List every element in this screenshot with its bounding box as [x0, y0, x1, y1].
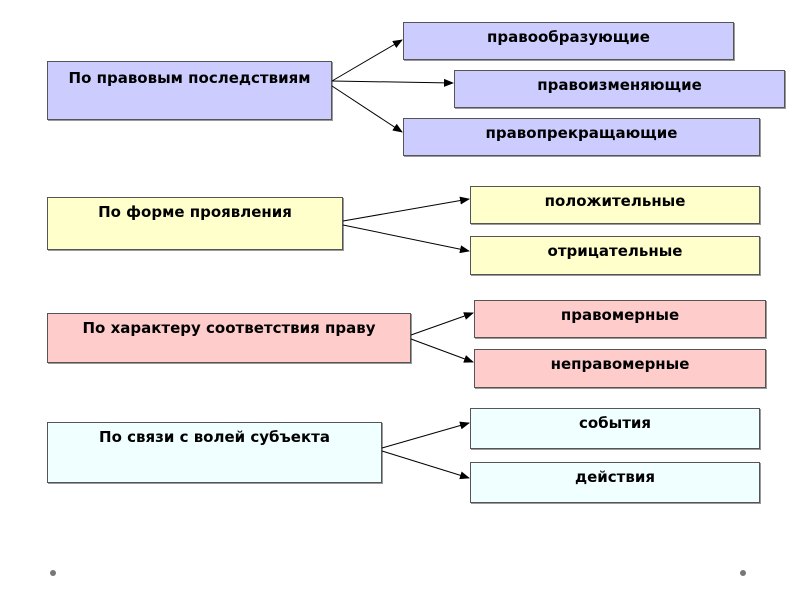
arrow — [331, 39, 403, 82]
category-label: По правовым последствиям — [68, 69, 311, 87]
corner-dot — [740, 570, 746, 576]
category-legal-consequences: По правовым последствиям — [47, 61, 332, 120]
category-form: По форме проявления — [47, 197, 343, 250]
item-lawful: правомерные — [474, 300, 766, 338]
arrow — [331, 78, 454, 87]
arrow — [331, 85, 403, 133]
category-label: По характеру соответствия праву — [82, 319, 376, 337]
category-lawfulness: По характеру соответствия праву — [47, 313, 411, 363]
corner-dot — [50, 570, 56, 576]
item-positive: положительные — [470, 186, 760, 224]
item-events: события — [470, 408, 760, 449]
item-actions: действия — [470, 462, 760, 503]
arrow — [342, 196, 470, 222]
arrow — [410, 338, 474, 363]
item-law-changing: правоизменяющие — [454, 70, 785, 108]
item-unlawful: неправомерные — [474, 349, 766, 388]
arrow — [381, 450, 470, 480]
arrow — [342, 224, 470, 254]
arrow — [381, 421, 470, 449]
item-law-creating: правообразующие — [403, 22, 734, 60]
item-negative: отрицательные — [470, 236, 760, 275]
category-label: По связи с волей субъекта — [99, 428, 330, 446]
category-label: По форме проявления — [98, 203, 292, 221]
arrow — [410, 312, 474, 336]
item-law-terminating: правопрекращающие — [403, 118, 760, 156]
category-will: По связи с волей субъекта — [47, 422, 382, 483]
